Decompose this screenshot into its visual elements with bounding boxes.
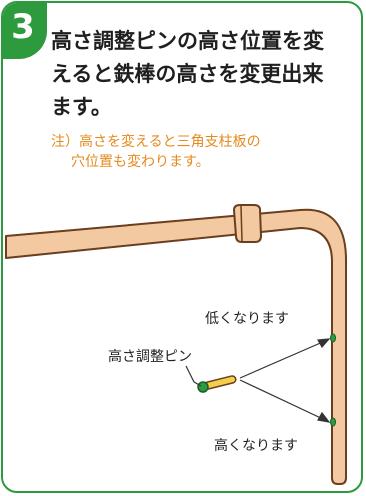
- iron-bar: [5, 208, 347, 485]
- note-line: 注）高さを変えると三角支柱板の: [51, 134, 261, 150]
- step-badge: 3: [3, 3, 47, 59]
- lower-hole: [330, 417, 336, 427]
- pin-leader-line: [185, 365, 202, 387]
- step-title: 高さ調整ピンの高さ位置を変 えると鉄棒の高さを変更出来 ます。: [51, 25, 361, 124]
- higher-label: 高くなります: [214, 438, 298, 454]
- step-title-line: 高さ調整ピンの高さ位置を変: [51, 29, 324, 53]
- adjustment-pin: [197, 375, 237, 393]
- caution-note: 注）高さを変えると三角支柱板の 穴位置も変わります。: [51, 132, 351, 172]
- step-title-line: えると鉄棒の高さを変更出来: [51, 62, 324, 86]
- arrows: [239, 338, 331, 423]
- lower-label: 低くなります: [205, 311, 289, 327]
- note-line: 穴位置も変わります。: [71, 154, 210, 170]
- step-number: 3: [11, 7, 35, 47]
- pin-label: 高さ調整ピン: [108, 349, 192, 365]
- upper-hole: [330, 333, 336, 343]
- bar-sleeve: [232, 204, 263, 243]
- step-title-line: ます。: [51, 95, 112, 119]
